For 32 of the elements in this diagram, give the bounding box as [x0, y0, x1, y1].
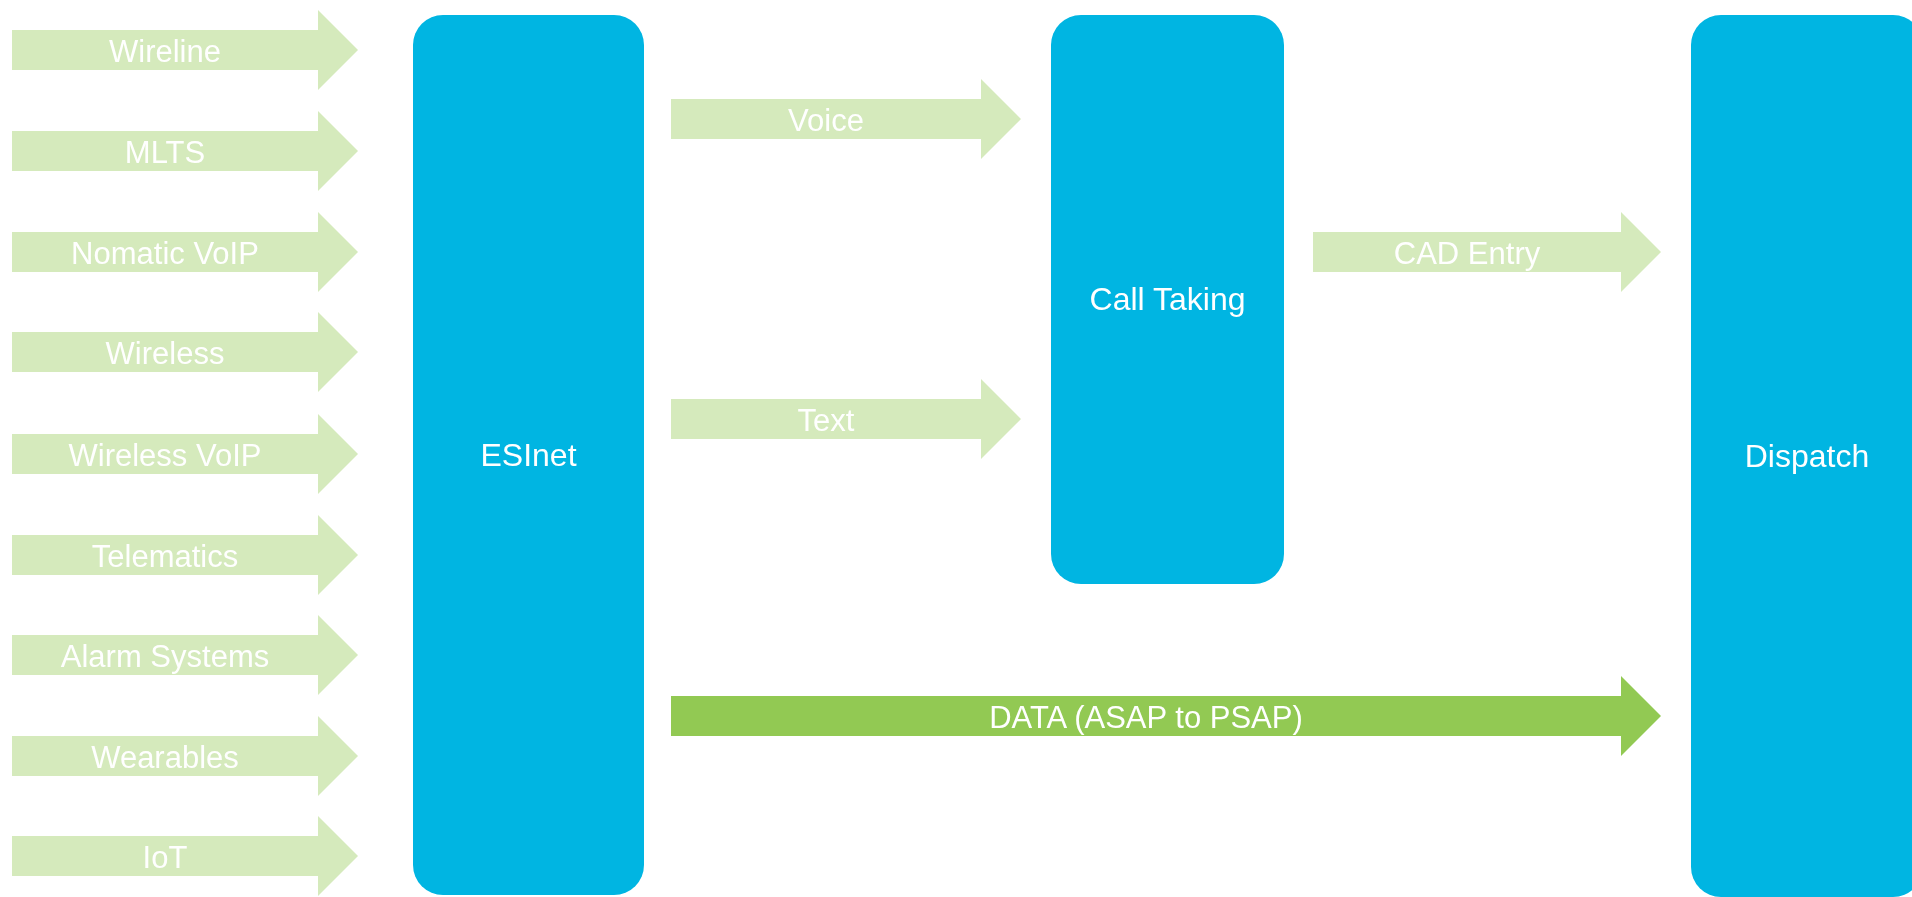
edge-label: CAD Entry: [1393, 237, 1541, 269]
block-arrow: [12, 816, 358, 896]
edge-label: Wireline: [109, 35, 221, 67]
edge-label: Alarm Systems: [60, 640, 270, 672]
block-arrow: [12, 615, 358, 695]
process-box: [1691, 15, 1912, 897]
node-label: Call Taking: [1089, 281, 1246, 318]
edge-label: DATA (ASAP to PSAP): [989, 701, 1303, 733]
block-arrow: [12, 515, 358, 595]
edge-label: MLTS: [124, 136, 206, 168]
node-label: Dispatch: [1744, 437, 1870, 475]
block-arrow: [12, 716, 358, 796]
node-label: ESInet: [480, 436, 577, 474]
block-arrow: [12, 312, 358, 392]
block-arrow: [12, 10, 358, 90]
process-box: [1051, 15, 1284, 584]
edge-label: IoT: [142, 841, 188, 873]
edge-label: Voice: [788, 104, 864, 136]
edge-label: Telematics: [91, 540, 239, 572]
edge-label: Wireless VoIP: [68, 439, 262, 471]
edge-label: Text: [797, 404, 855, 436]
block-arrow: [671, 79, 1021, 159]
block-arrow: [12, 212, 358, 292]
edge-label: Wearables: [91, 741, 239, 773]
edge-label: Wireless: [105, 337, 225, 369]
block-arrow: [12, 111, 358, 191]
block-arrow: [12, 414, 358, 494]
block-arrow: [671, 676, 1661, 756]
block-arrow: [1313, 212, 1661, 292]
process-box: [413, 15, 644, 895]
edge-label: Nomatic VoIP: [71, 237, 259, 269]
block-arrow: [671, 379, 1021, 459]
